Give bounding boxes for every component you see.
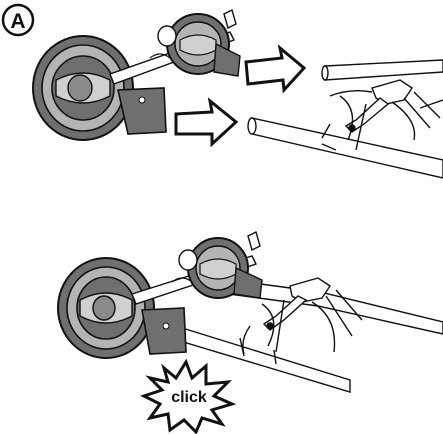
bottom-small-leg-bracket (233, 266, 263, 299)
top-small-wheel-cap (157, 25, 177, 47)
bottom-axle-clip (171, 277, 193, 283)
top-small-wheel-spoke (179, 34, 217, 56)
click-burst-icon: click (140, 358, 237, 434)
click-sound-label: click (171, 389, 207, 406)
bottom-wheel-assembly (57, 230, 263, 359)
lower-tube-opening (247, 117, 257, 135)
top-small-leg-bracket (213, 42, 241, 77)
frame-struts (339, 91, 443, 151)
top-leg-bracket (117, 87, 167, 135)
upper-frame-tube (324, 59, 443, 81)
frame-bracket (371, 79, 413, 105)
bottom-leg-bracket (141, 307, 187, 355)
bottom-bracket-hole (162, 322, 170, 330)
upper-tube-opening (321, 65, 329, 81)
insert-arrows (174, 44, 307, 148)
click-burst-shape (140, 358, 237, 434)
bottom-small-wheel-spoke (199, 258, 237, 280)
bottom-large-wheel-hub (92, 295, 116, 321)
top-axle-clip (149, 53, 171, 59)
frame-fabric-edge (329, 89, 373, 97)
step-badge: A (1, 3, 35, 37)
upper-insert-arrow-icon (244, 44, 307, 94)
top-large-wheel-hub (67, 74, 93, 102)
bottom-frame-tubes (149, 277, 443, 393)
tube-seam (321, 123, 337, 151)
bottom-frame-struts (242, 289, 363, 355)
bottom-bracket-pivot (266, 322, 274, 330)
bottom-tube-seams (239, 337, 277, 365)
bottom-frame-bracket (289, 277, 331, 303)
top-wheel-assembly (32, 8, 241, 141)
step-badge-circle (1, 3, 35, 37)
top-frame-tubes (247, 59, 443, 179)
top-brake-pedal (223, 8, 237, 30)
bottom-small-wheel-cap (178, 249, 198, 271)
bottom-frame-bracket-arm (262, 295, 308, 331)
bottom-brake-pedal (247, 230, 261, 252)
frame-bracket-arm (344, 97, 390, 133)
lower-insert-arrow-icon (174, 97, 239, 148)
step-letter: A (10, 10, 25, 33)
top-bracket-hole (138, 96, 146, 104)
